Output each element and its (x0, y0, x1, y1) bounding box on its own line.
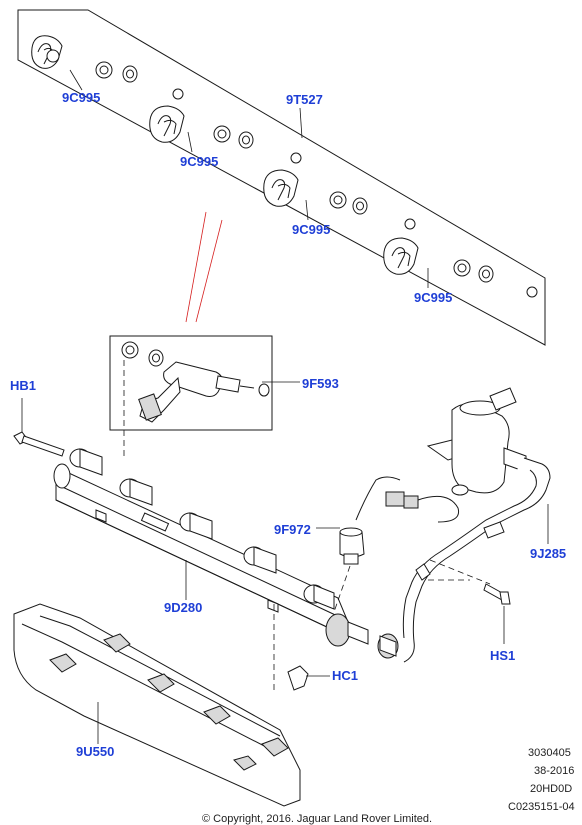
reference-block: 3030405 38-2016 20HD0D C0235151-04 (508, 747, 575, 813)
o-ring-small-icon (526, 286, 538, 298)
injector-clip-group-2 (149, 88, 254, 149)
callout-9F972[interactable]: 9F972 (274, 522, 311, 537)
injector-clip-group-1 (31, 35, 138, 83)
fuel-injector-icon (138, 361, 255, 423)
o-ring-small-icon (290, 152, 302, 164)
injector-clip-group-3 (263, 152, 368, 215)
injector-boss (69, 448, 103, 476)
callout-HB1[interactable]: HB1 (10, 378, 36, 393)
reference-line-1: 3030405 (528, 747, 571, 759)
o-ring-seal-icon (121, 341, 164, 367)
injector-boss (243, 546, 277, 574)
injector-boss (303, 584, 335, 610)
fuel-pipe-icon (377, 457, 551, 663)
engine-cover-icon (13, 603, 301, 807)
o-ring-seal-icon (213, 125, 254, 149)
o-ring-seal-icon (329, 191, 368, 215)
callout-9J285[interactable]: 9J285 (530, 546, 566, 561)
callout-HC1[interactable]: HC1 (332, 668, 358, 683)
o-ring-small-icon (258, 383, 270, 397)
callout-9F593[interactable]: 9F593 (302, 376, 339, 391)
fuel-rail-icon (53, 448, 369, 647)
copyright-text: © Copyright, 2016. Jaguar Land Rover Lim… (202, 813, 432, 825)
callout-9C995-c[interactable]: 9C995 (292, 222, 330, 237)
injector-clip-icon (31, 35, 63, 69)
callout-9T527[interactable]: 9T527 (286, 92, 323, 107)
callout-9U550[interactable]: 9U550 (76, 744, 114, 759)
pressure-sensor-icon (316, 476, 460, 613)
seal-kit-panel (17, 9, 546, 346)
red-guide-lines (185, 211, 223, 323)
callout-9C995-a[interactable]: 9C995 (62, 90, 100, 105)
injector-boss (179, 512, 213, 540)
o-ring-seal-icon (453, 259, 494, 283)
injector-detail-box (109, 335, 300, 460)
callout-9C995-b[interactable]: 9C995 (180, 154, 218, 169)
o-ring-seal-icon (95, 61, 138, 83)
bolt-hs1-icon (429, 559, 511, 644)
callout-HS1[interactable]: HS1 (490, 648, 515, 663)
o-ring-small-icon (404, 218, 416, 230)
injector-clip-icon (383, 237, 419, 275)
bolt-hb1-icon (13, 398, 65, 457)
o-ring-small-icon (172, 88, 184, 100)
callout-9D280[interactable]: 9D280 (164, 600, 202, 615)
injector-clip-icon (263, 169, 299, 207)
reference-line-4: C0235151-04 (508, 801, 575, 813)
injector-boss (119, 478, 153, 506)
high-pressure-pump-icon (426, 387, 527, 496)
leaders-9C995 (69, 69, 429, 288)
reference-line-2: 38-2016 (534, 765, 574, 777)
injector-clip-icon (149, 105, 185, 143)
clip-hc1-icon (273, 604, 330, 691)
injector-clip-group-4 (383, 218, 538, 298)
reference-line-3: 20HD0D (530, 783, 572, 795)
callout-9C995-d[interactable]: 9C995 (414, 290, 452, 305)
